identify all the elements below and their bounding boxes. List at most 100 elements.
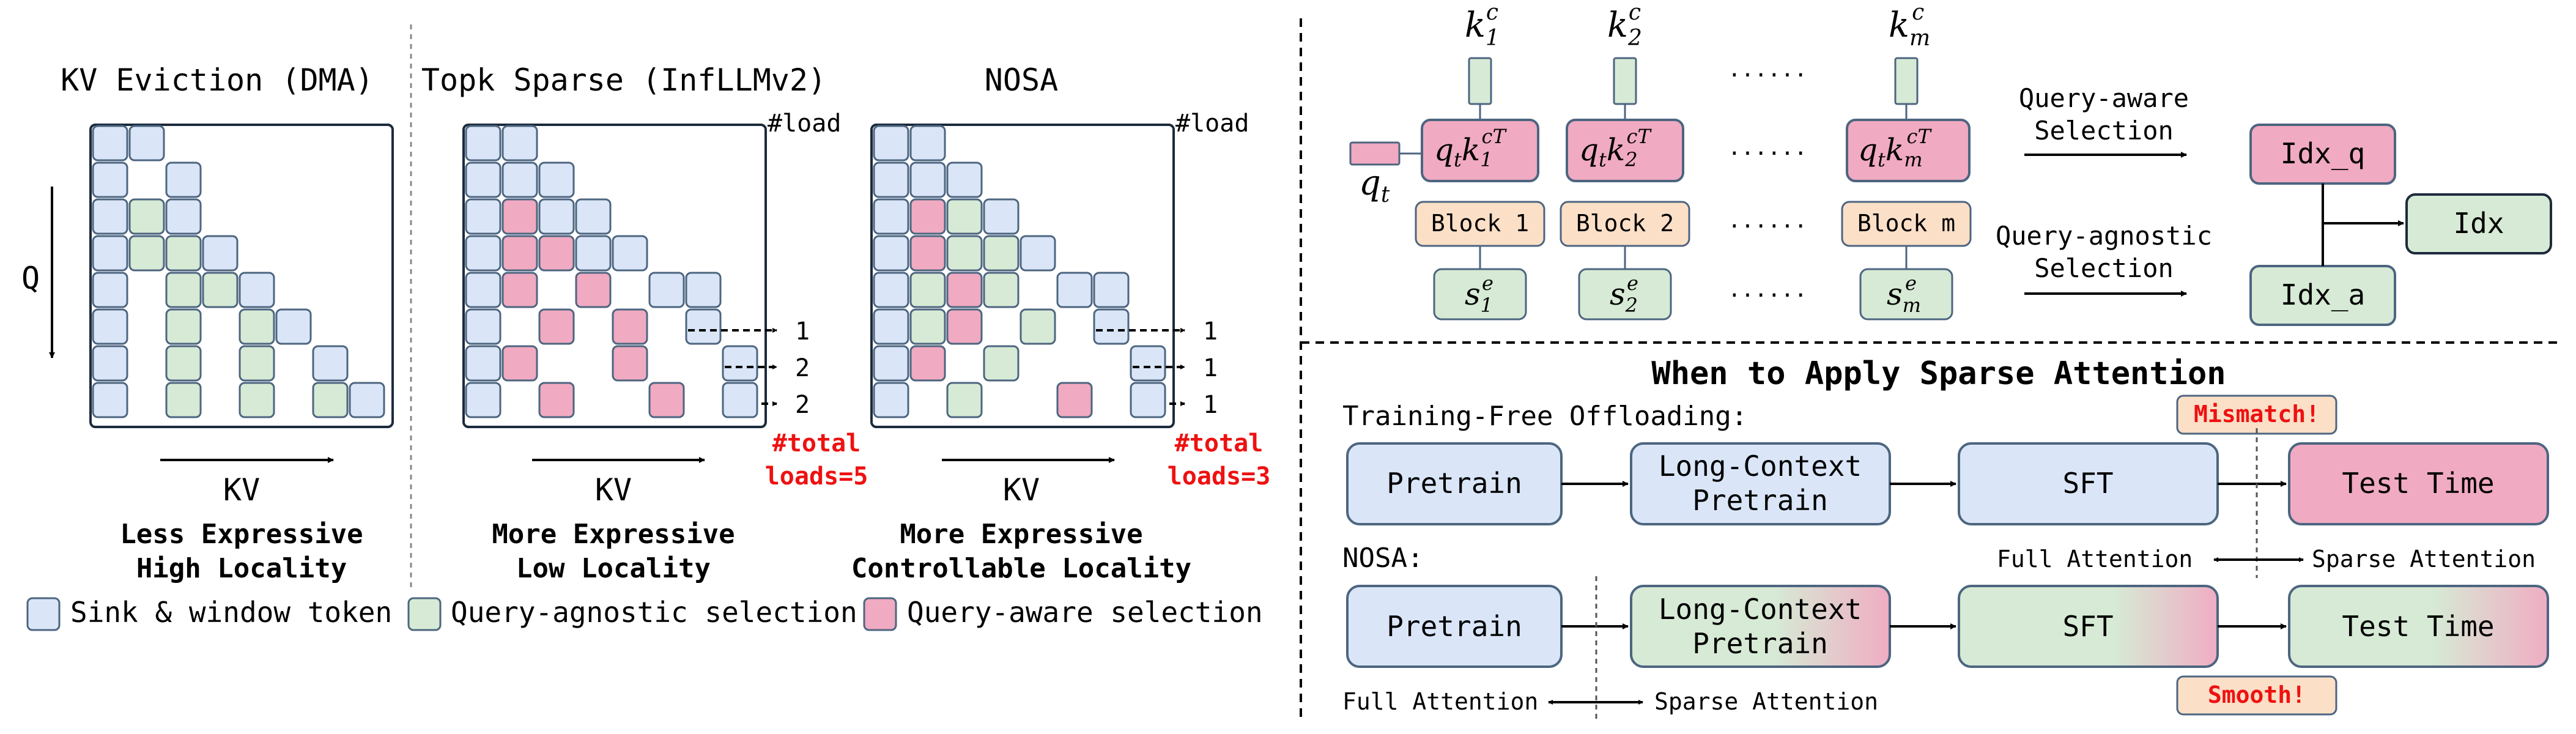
nosa-test-label: Test Time [2342,610,2494,643]
query-aware-label-1: Query-aware [2019,83,2189,113]
attention-cell [575,198,612,235]
attention-cell [92,235,128,272]
attention-cell [873,272,909,308]
attention-cell [685,272,722,308]
training-free-label: Training-Free Offloading: [1342,401,1747,432]
attention-cell [873,125,909,161]
query-aware-label-2: Selection [2034,116,2174,146]
attention-cell [502,345,538,382]
legend-swatch-sink [26,597,61,631]
attention-cell [1130,382,1166,418]
attention-cell [502,125,538,161]
attention-cell [128,125,165,161]
attention-cell [909,198,946,235]
kc-label-1: k1c [1465,0,1500,51]
selection-diagram: k1c k2c kmc ...... ...... ...... ...... … [1349,0,2552,326]
attention-cell [685,308,722,345]
caption-nosa-2: Controllable Locality [851,553,1191,584]
attention-cell [312,382,349,418]
attention-cell [239,272,275,308]
static-score-box-1 [1433,268,1527,321]
attention-cell [909,125,946,161]
attention-cell [502,272,538,308]
attention-cell [538,308,575,345]
total-loads-nosa-1: #total [1175,429,1264,458]
attention-cell [612,345,648,382]
attention-cell [92,161,128,198]
svg-text:k1c: k1c [1465,0,1500,51]
attention-cell [165,272,202,308]
attention-cell [1056,272,1093,308]
load-value-nosa-2: 1 [1203,354,1218,382]
static-score-box-2 [1578,268,1672,321]
attention-cell [165,198,202,235]
query-label: qt [1359,163,1390,207]
attention-cell [983,235,1020,272]
key-vector-1 [1468,57,1492,105]
panel-title-dma: KV Eviction (DMA) [61,62,374,98]
caption-nosa-1: More Expressive [900,519,1142,550]
attention-cell [1093,308,1130,345]
dots-row-4: ...... [1728,277,1807,302]
idx-a-label: Idx_a [2281,278,2365,311]
key-vector-m [1894,57,1919,105]
total-loads-infllm-1: #total [772,429,861,458]
static-score-text-m: sme [1887,272,1921,317]
kv-axis-label-infllm: KV [595,472,632,508]
tf-pretrain-label: Pretrain [1386,467,1522,500]
attention-cell [128,235,165,272]
panel-frame-infllm [462,124,767,428]
panel-title-infllm: Topk Sparse (InfLLMv2) [421,62,826,98]
legend-swatch-aware [863,597,897,631]
attention-cell [946,235,983,272]
attention-cell [239,382,275,418]
smooth-text: Smooth! [2208,681,2306,708]
load-value-infllm-2: 2 [795,354,810,382]
attention-cell [946,308,983,345]
cell-grid-infllm [465,125,758,418]
attention-cell [983,272,1020,308]
attention-cell [312,345,349,382]
attention-cell [538,161,575,198]
block-label-2: Block 2 [1576,210,1674,237]
caption-infllm-2: Low Locality [516,553,711,584]
block-label-1: Block 1 [1431,210,1529,237]
attention-cell [909,235,946,272]
attention-cell [983,198,1020,235]
nosa-lcpretrain-label-2: Pretrain [1692,627,1828,660]
attention-cell [92,198,128,235]
score-box-m [1846,119,1971,182]
kv-axis-label-nosa: KV [1003,472,1040,508]
attention-cell [1020,308,1056,345]
attention-cell [92,308,128,345]
idx-q-label: Idx_q [2281,137,2365,170]
static-score-text-2: s2e [1610,272,1638,317]
attention-cell [909,308,946,345]
attention-cell [1130,345,1166,382]
attention-cell [909,161,946,198]
nosa-full-attention: Full Attention [1342,688,1538,715]
tf-lcpretrain-label-2: Pretrain [1692,484,1828,517]
attention-cell [92,382,128,418]
attention-cell [873,198,909,235]
attention-cell [349,382,385,418]
attention-cell [983,345,1020,382]
nosa-sft-label: SFT [2062,610,2113,643]
attention-cell [909,345,946,382]
query-agnostic-label-1: Query-agnostic [1996,221,2212,251]
attention-cell [575,272,612,308]
attention-cell [465,235,502,272]
dots-row-1: ...... [1728,57,1807,82]
attention-cell [612,308,648,345]
nosa-test-box [2288,585,2549,668]
query-agnostic-label-2: Selection [2034,253,2174,283]
q-axis-label: Q [21,261,40,296]
tf-lcpretrain-label-1: Long-Context [1659,450,1862,483]
attention-cell [465,198,502,235]
attention-cell [239,308,275,345]
smooth-badge [2176,675,2337,716]
load-label-nosa: #load [1175,109,1249,138]
nosa-pretrain-label: Pretrain [1386,610,1522,643]
attention-cell [873,345,909,382]
legend-label-sink: Sink & window token [70,596,392,629]
